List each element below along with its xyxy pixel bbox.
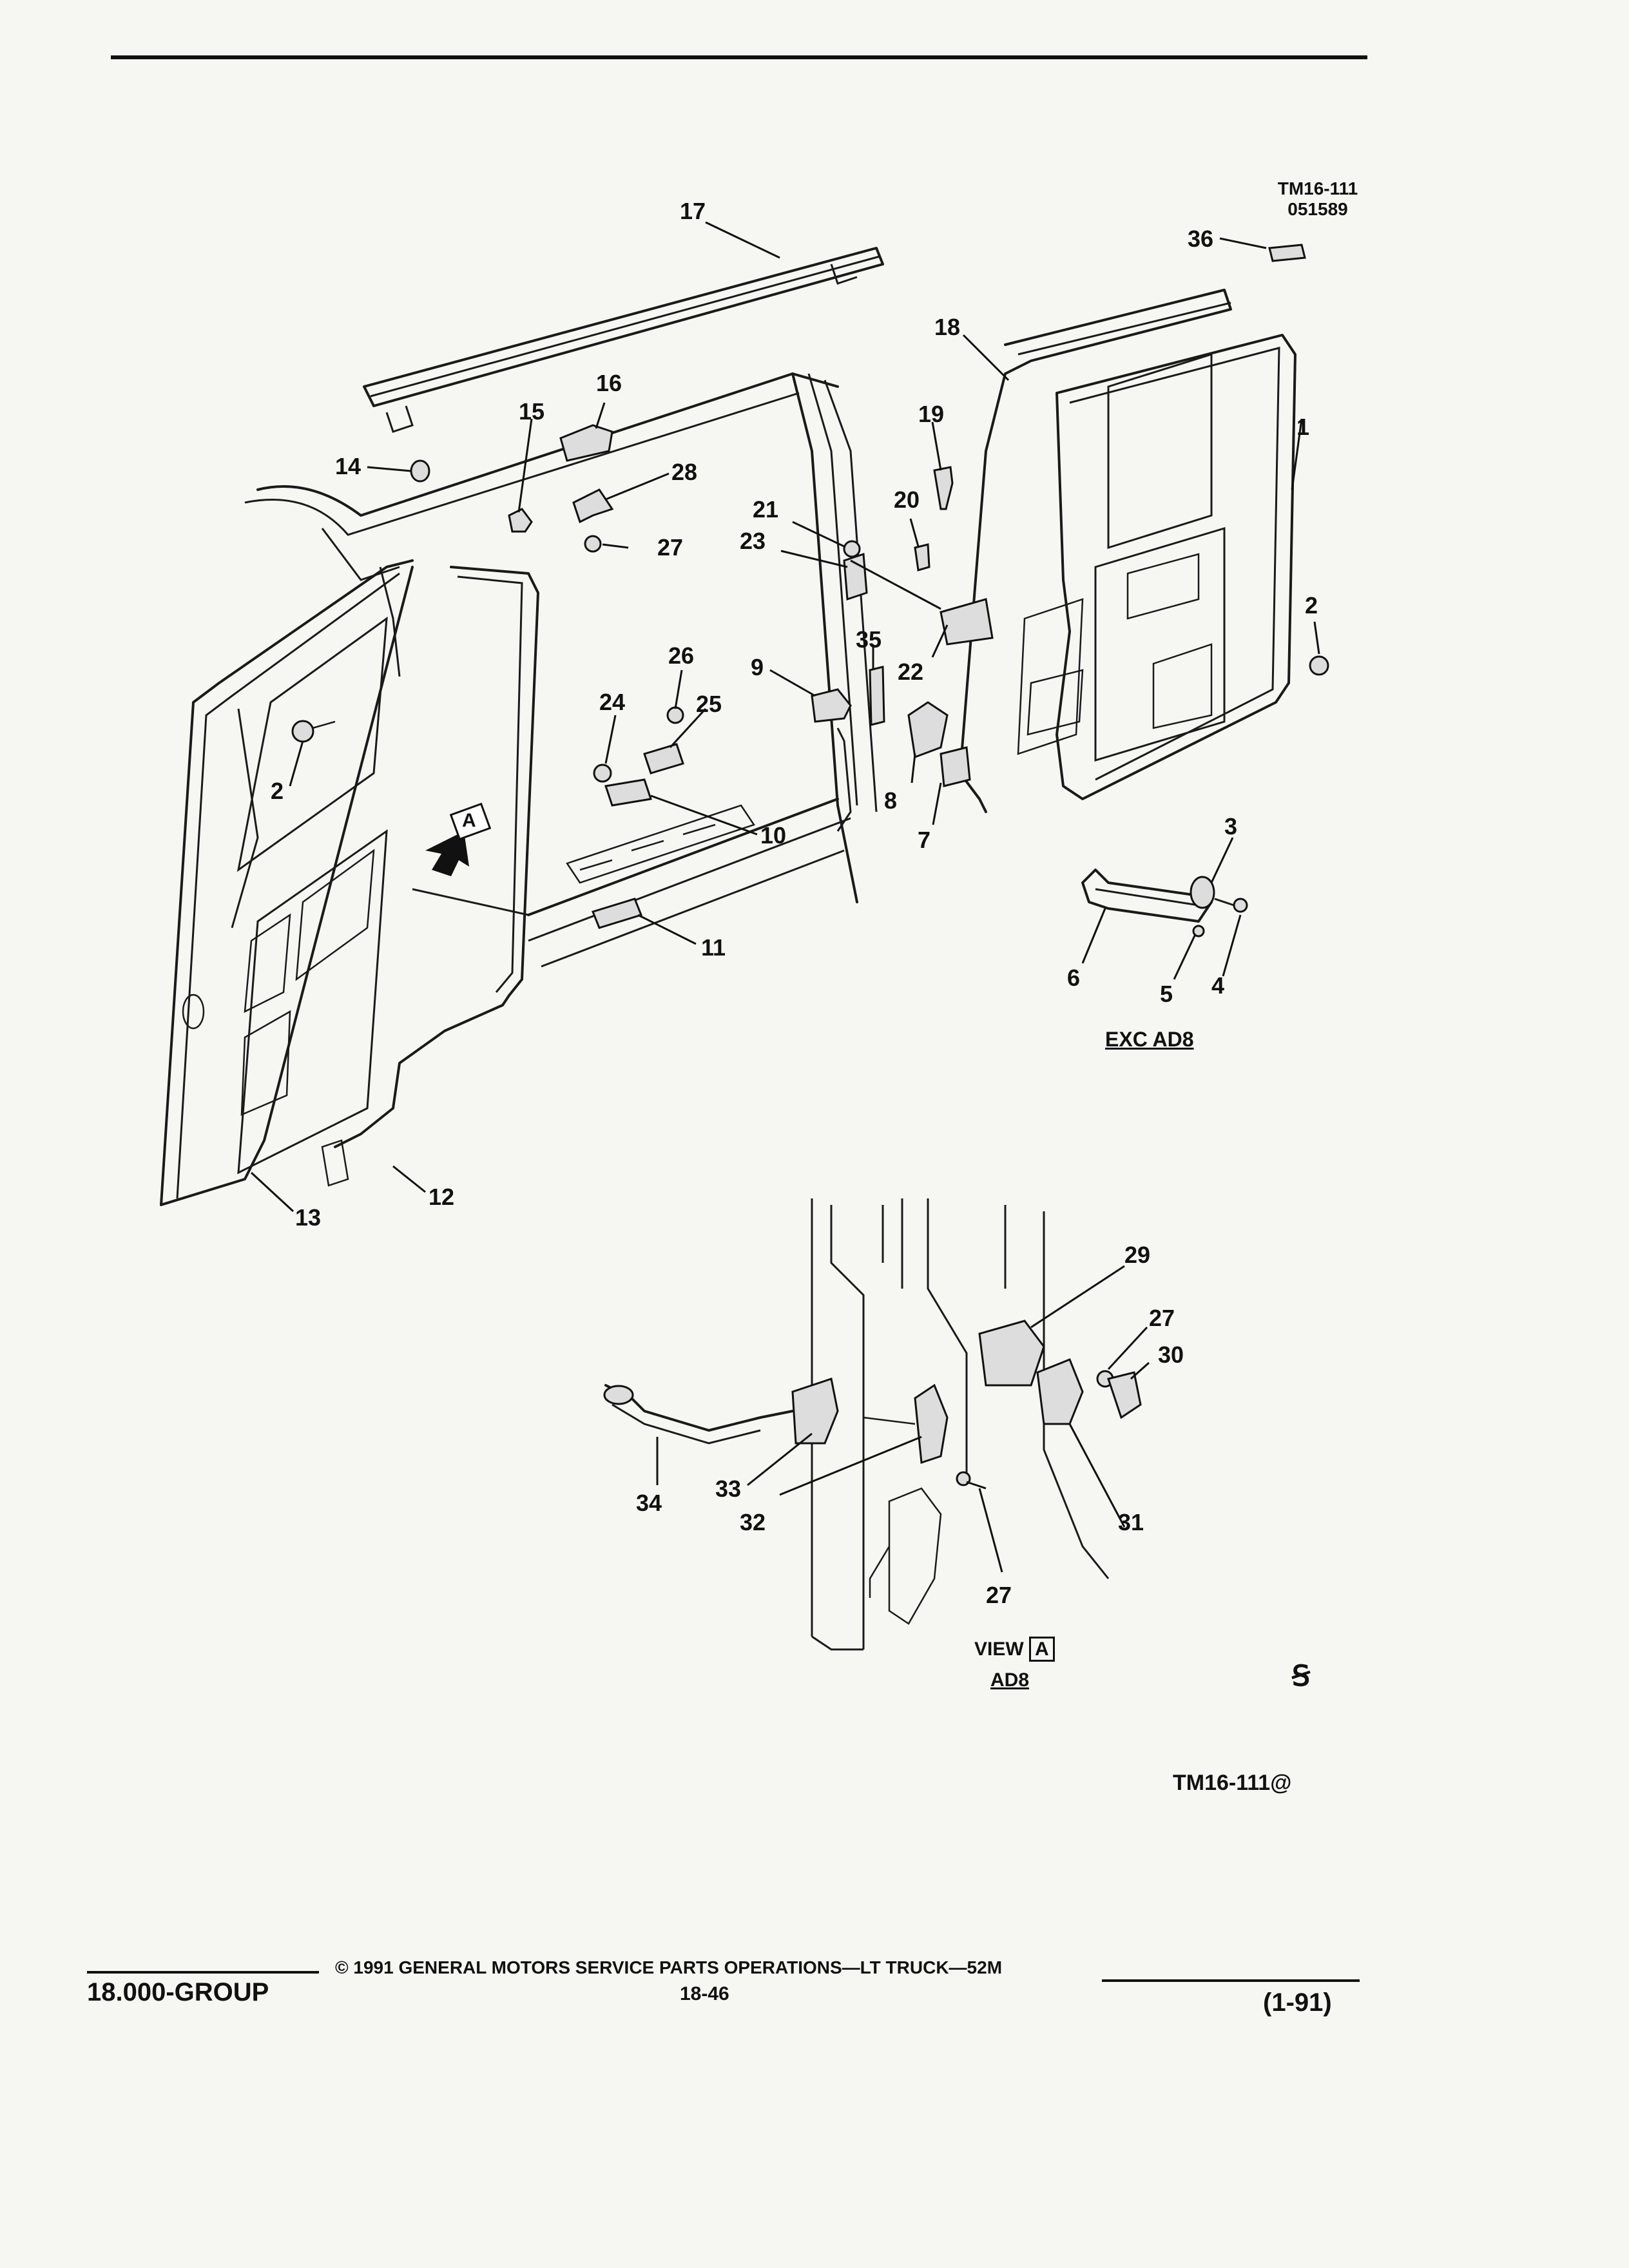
callout-12: 12 [429,1184,455,1210]
footer-rule-left [87,1971,319,1974]
check-strap-assembly [1081,869,1248,937]
callout-36: 36 [1188,226,1214,252]
leader-lines [250,221,1320,1573]
hardware-parts [291,244,1329,929]
callout-15: 15 [519,398,545,425]
right-door-part [959,289,1232,813]
callout-21: 21 [753,496,779,523]
callout-27-view-upper: 27 [1149,1305,1175,1331]
callout-29: 29 [1124,1242,1151,1268]
view-a-arrow [425,802,492,876]
callout-25: 25 [696,691,722,717]
callout-3: 3 [1224,813,1238,840]
figure-code: TM16-111 [1277,178,1358,198]
callout-19: 19 [918,401,945,427]
callout-13: 13 [295,1204,322,1231]
footer-group: 18.000-GROUP [87,1978,269,2006]
callout-28: 28 [671,459,698,485]
figure-date-code: 051589 [1287,199,1348,219]
callout-20: 20 [894,486,920,513]
view-letter-box: A [1029,1637,1055,1662]
view-label: VIEW A [974,1637,1055,1662]
callout-22: 22 [898,658,924,685]
exc-ad8-label: EXC AD8 [1105,1028,1194,1051]
callout-32: 32 [740,1509,766,1535]
callout-2-right: 2 [1305,592,1318,619]
callout-16: 16 [596,370,622,396]
view-a-detail [603,1198,1142,1651]
view-word: VIEW [974,1639,1024,1660]
callout-18: 18 [934,314,961,340]
left-door-part [160,559,414,1206]
bottom-figure-code: TM16-111@ [1173,1771,1292,1795]
callout-27-view-lower: 27 [986,1582,1012,1608]
footer-edition: (1-91) [1263,1988,1332,2017]
callout-7: 7 [918,827,931,853]
roof-rail-part [363,247,884,433]
footer-copyright: © 1991 GENERAL MOTORS SERVICE PARTS OPER… [335,1957,1003,1977]
callout-9: 9 [751,654,764,680]
callout-23: 23 [740,528,766,554]
callout-27-top: 27 [657,534,684,561]
callout-8: 8 [884,787,898,814]
callout-33: 33 [715,1475,742,1502]
callout-5: 5 [1160,981,1173,1007]
top-rule [111,55,1367,59]
van-body [244,372,878,968]
footer-page: 18-46 [680,1983,729,2004]
callout-4: 4 [1211,972,1225,999]
callout-11: 11 [701,934,726,961]
callout-10: 10 [760,822,787,849]
callout-35: 35 [856,626,882,653]
view-arrow-letter: A [462,810,476,831]
callout-17: 17 [680,198,706,224]
callout-14: 14 [335,453,361,479]
callout-30: 30 [1158,1341,1184,1368]
callout-26: 26 [668,642,695,669]
footer-rule-right [1102,1979,1360,1982]
view-sub-label: AD8 [990,1669,1030,1691]
callout-24: 24 [599,689,626,715]
callout-1: 1 [1296,414,1310,440]
callout-34: 34 [636,1490,662,1516]
left-weatherstrip-part [321,566,539,1187]
callout-6: 6 [1067,965,1081,991]
callout-31: 31 [1118,1509,1144,1535]
callout-2-left: 2 [271,778,284,804]
logo-mark: ⁠Ꞩ [1292,1660,1310,1692]
right-weatherstrip-part [1055,334,1296,800]
